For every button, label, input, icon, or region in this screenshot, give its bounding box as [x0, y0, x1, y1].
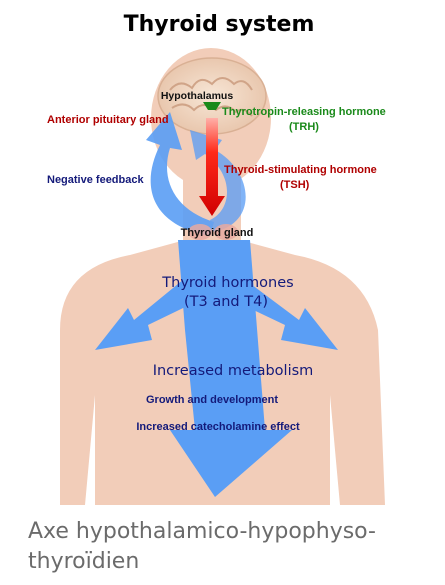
label-tsh-line1: Thyroid-stimulating hormone: [224, 164, 377, 176]
label-thyroid-hormones: Thyroid hormones: [161, 275, 293, 291]
label-t3-t4: (T3 and T4): [184, 294, 268, 310]
label-anterior-pituitary: Anterior pituitary gland: [47, 114, 169, 126]
label-tsh-line2: (TSH): [280, 179, 310, 191]
figure-caption: Axe hypothalamico-hypophyso-thyroïdien: [28, 517, 428, 577]
label-trh-line2: (TRH): [289, 121, 319, 133]
figure-title: Thyroid system: [124, 12, 315, 37]
label-thyroid-gland: Thyroid gland: [181, 227, 254, 239]
label-trh-line1: Thyrotropin-releasing hormone: [222, 106, 386, 118]
label-hypothalamus: Hypothalamus: [161, 90, 234, 102]
label-increased-metabolism: Increased metabolism: [153, 363, 314, 379]
label-negative-feedback: Negative feedback: [47, 174, 144, 186]
label-growth-development: Growth and development: [146, 394, 278, 406]
thyroid-system-diagram: Thyroid system Hypothalamus Anterior pit…: [0, 0, 445, 510]
label-catecholamine-effect: Increased catecholamine effect: [136, 421, 300, 433]
